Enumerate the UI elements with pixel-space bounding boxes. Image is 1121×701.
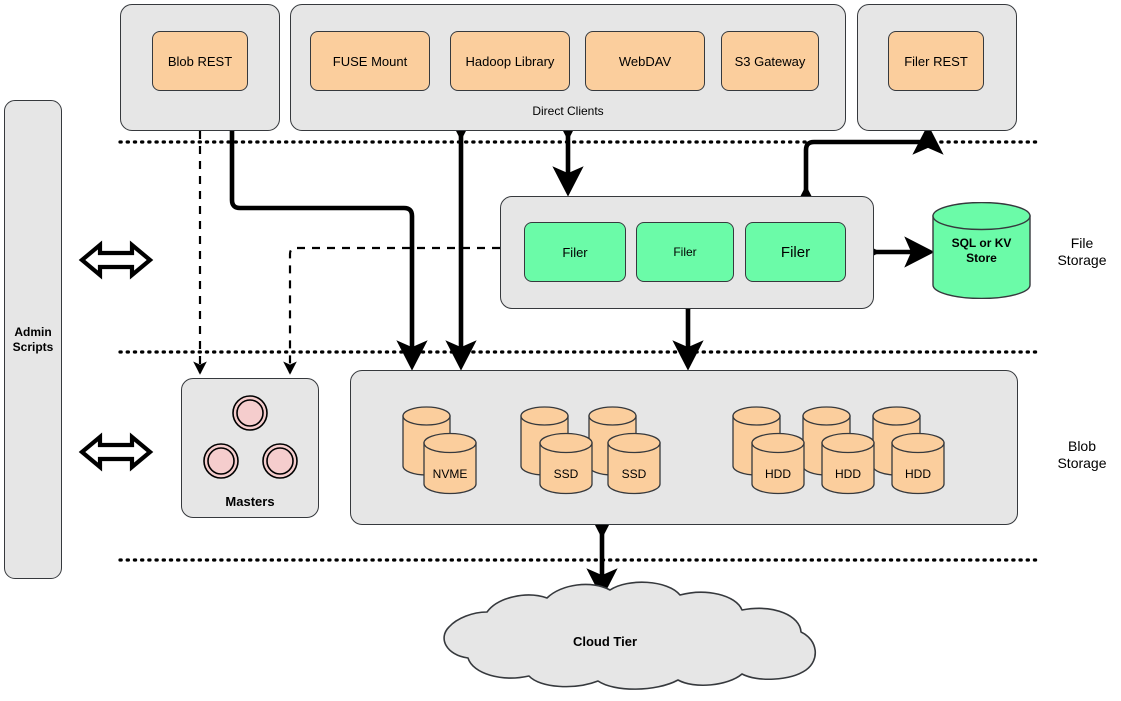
ssd-label-1: SSD: [553, 467, 579, 481]
admin-scripts-line2: Scripts: [12, 340, 54, 354]
blob-storage-line1: Blob: [1067, 438, 1097, 454]
file-storage-line1: File: [1070, 235, 1094, 251]
store-label-line1: SQL or KV: [951, 236, 1012, 250]
store-label-line2: Store: [966, 251, 997, 265]
nvme-label: NVME: [432, 467, 468, 481]
webdav-chip[interactable]: WebDAV: [585, 31, 705, 91]
sql-or-kv-store-cylinder[interactable]: [932, 201, 1031, 300]
s3-gateway-chip[interactable]: S3 Gateway: [721, 31, 819, 91]
blob-storage-line2: Storage: [1057, 455, 1107, 471]
blob-rest-chip[interactable]: Blob REST: [152, 31, 248, 91]
admin-scripts-line1: Admin: [14, 325, 52, 339]
admin-arrow-file-tier: [78, 240, 154, 280]
volume-servers-group: [350, 370, 1018, 525]
masters-label: Masters: [225, 494, 275, 509]
solid-filerrest-to-filer: [790, 124, 944, 216]
direct-clients-caption: Direct Clients: [532, 104, 604, 118]
admin-scripts-panel[interactable]: [4, 100, 62, 579]
hdd-label-1: HDD: [765, 467, 791, 481]
ssd-label-2: SSD: [621, 467, 647, 481]
filer-node-2[interactable]: Filer: [636, 222, 734, 282]
sql-or-kv-store-label: SQL or KV Store: [932, 236, 1031, 266]
file-storage-tier-label: File Storage: [1046, 235, 1118, 269]
file-storage-line2: Storage: [1057, 252, 1107, 268]
blob-storage-tier-label: Blob Storage: [1046, 438, 1118, 472]
hadoop-library-chip[interactable]: Hadoop Library: [450, 31, 570, 91]
solid-blobrest-to-volumes: [229, 131, 428, 371]
hdd-label-3: HDD: [905, 467, 931, 481]
dashed-filer-to-masters: [283, 246, 500, 375]
filer-rest-chip[interactable]: Filer REST: [888, 31, 984, 91]
hdd-label-2: HDD: [835, 467, 861, 481]
admin-arrow-blob-tier: [78, 432, 154, 472]
admin-scripts-label: Admin Scripts: [4, 325, 62, 355]
filer-node-1[interactable]: Filer: [524, 222, 626, 282]
fuse-mount-chip[interactable]: FUSE Mount: [310, 31, 430, 91]
cloud-tier-label: Cloud Tier: [572, 634, 638, 649]
filer-node-3[interactable]: Filer: [745, 222, 846, 282]
